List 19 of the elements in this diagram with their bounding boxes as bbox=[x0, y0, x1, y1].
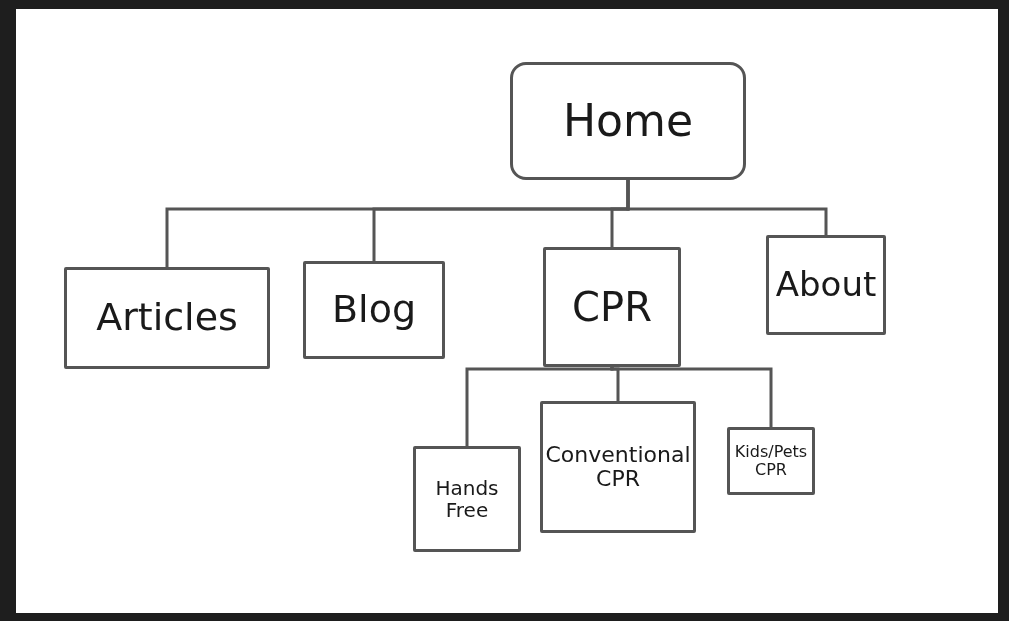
page-label: Articles bbox=[96, 297, 238, 339]
page-box bbox=[510, 62, 746, 180]
page-box bbox=[727, 427, 815, 495]
page-box bbox=[303, 261, 445, 359]
page-label: Conventional CPR bbox=[544, 442, 692, 492]
page-box bbox=[543, 247, 681, 367]
page-box bbox=[540, 401, 696, 533]
connector-line bbox=[465, 366, 614, 446]
page-label: Kids/Pets CPR bbox=[733, 443, 809, 479]
page-label: Hands Free bbox=[434, 477, 500, 521]
connector-line bbox=[610, 366, 773, 427]
connector-line bbox=[626, 180, 828, 235]
page-label: About bbox=[775, 266, 877, 304]
page-label: CPR bbox=[572, 285, 652, 329]
page-box bbox=[766, 235, 886, 335]
page-box bbox=[64, 267, 270, 369]
page-box bbox=[413, 446, 521, 552]
page-label: Home bbox=[563, 96, 693, 146]
page-label: Blog bbox=[332, 289, 416, 331]
